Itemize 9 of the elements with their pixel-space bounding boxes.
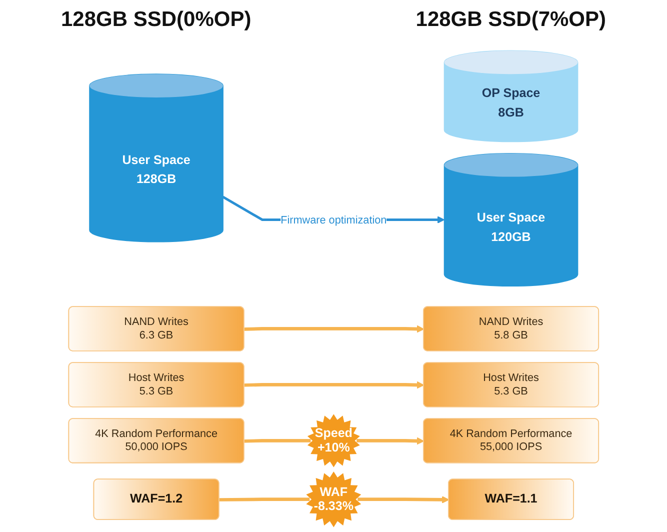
column-heading: 128GB SSD(0%OP) [60, 8, 252, 32]
arrow [356, 437, 424, 445]
connector [244, 439, 311, 443]
arrow [358, 496, 450, 504]
connector [219, 498, 310, 502]
arrow [244, 381, 424, 389]
column-heading: 128GB SSD(7%OP) [416, 8, 606, 32]
edge-label: Firmware optimization [280, 213, 387, 226]
arrow [244, 325, 424, 333]
